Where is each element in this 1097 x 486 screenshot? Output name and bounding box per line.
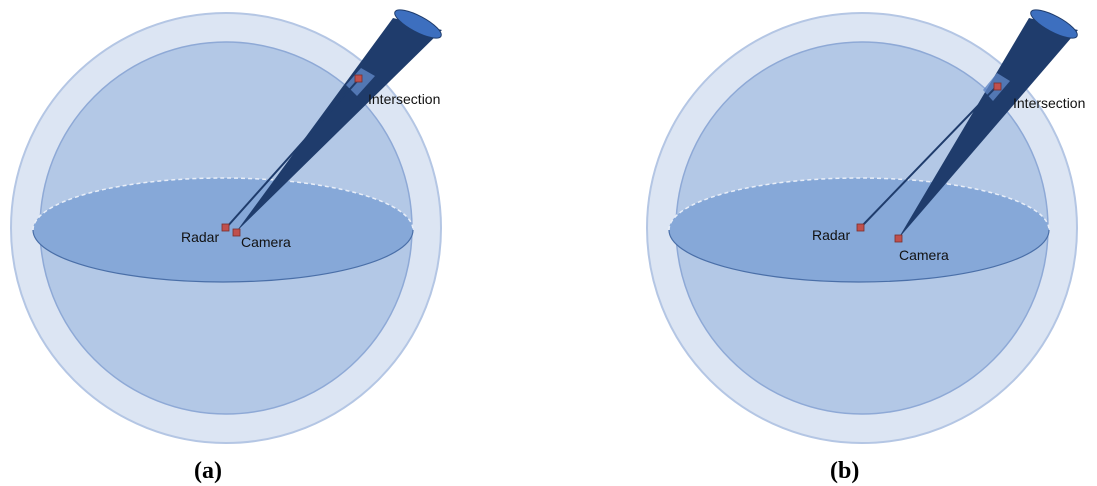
- frustum-top-b: [1030, 9, 1078, 39]
- camera-frustum-b: [898, 18, 1078, 239]
- plane-back-edge-b: [668, 177, 1050, 231]
- intersection-label-a: Intersection: [368, 91, 440, 107]
- radar-label-b: Radar: [812, 227, 850, 243]
- camera-marker-a: [232, 228, 241, 237]
- camera-frustum-a: [236, 18, 442, 232]
- frustum-top-a: [394, 9, 442, 39]
- radar-marker-b: [856, 223, 865, 232]
- plane-front-edge-b: [668, 229, 1050, 283]
- plane-back-edge-a: [32, 177, 414, 231]
- caption-a: (a): [194, 458, 222, 484]
- plane-front-edge-a: [32, 229, 414, 283]
- radar-marker-a: [221, 223, 230, 232]
- caption-b: (b): [830, 458, 859, 484]
- intersection-marker-b: [993, 82, 1002, 91]
- radar-label-a: Radar: [181, 229, 219, 245]
- radar-ray-a: [225, 78, 360, 229]
- radar-ray-b: [860, 85, 998, 228]
- intersection-marker-a: [354, 74, 363, 83]
- figure-a: Radar Camera Intersection (a): [10, 9, 442, 484]
- figure-b: Radar Camera Intersection (b): [646, 9, 1085, 484]
- camera-label-b: Camera: [899, 247, 949, 263]
- intersection-label-b: Intersection: [1013, 95, 1085, 111]
- camera-label-a: Camera: [241, 234, 291, 250]
- camera-marker-b: [894, 234, 903, 243]
